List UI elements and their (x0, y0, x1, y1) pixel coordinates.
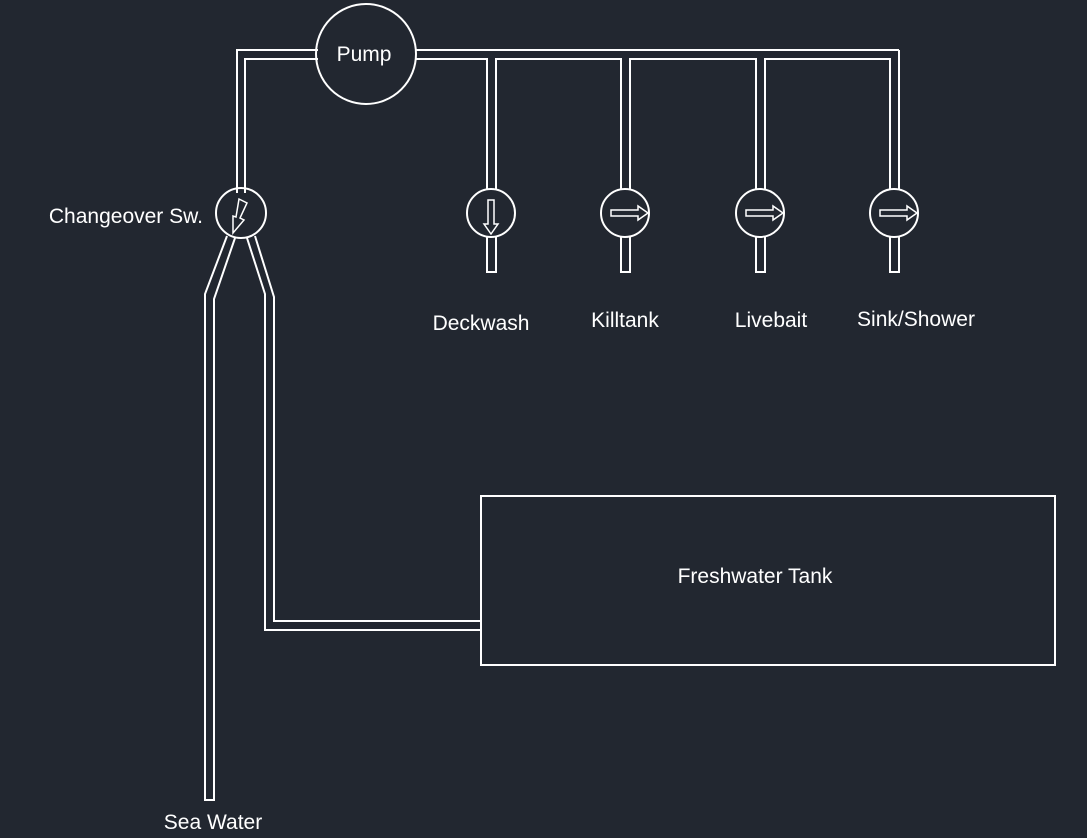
valve-arrow-icon (232, 197, 248, 236)
right-arrow-icon (610, 204, 650, 222)
pump: Pump (315, 3, 417, 105)
changeover-switch: Changeover Sw. (49, 187, 267, 239)
pump-label: Pump (337, 43, 392, 66)
outlet-valve-symbol (466, 188, 516, 238)
outlet-deckwash: Deckwash (433, 188, 530, 335)
sea-water-label: Sea Water (164, 811, 262, 834)
outlet-killtank: Killtank (591, 188, 659, 332)
tank-label: Freshwater Tank (678, 565, 833, 588)
down-arrow-icon (482, 199, 500, 236)
pump-symbol (315, 3, 417, 105)
sea-water-pipe: Sea Water (164, 235, 262, 834)
changeover-label: Changeover Sw. (49, 205, 203, 228)
changeover-symbol (215, 187, 267, 239)
outlet-sink-shower: Sink/Shower (857, 188, 975, 331)
outlet-livebait: Livebait (735, 188, 808, 332)
outlet-label: Livebait (735, 309, 808, 332)
tank-outline (480, 495, 1056, 666)
freshwater-tank: Freshwater Tank (480, 495, 1056, 666)
outlet-label: Sink/Shower (857, 308, 975, 331)
right-arrow-icon (745, 204, 785, 222)
outlet-label: Deckwash (433, 312, 530, 335)
right-arrow-icon (879, 204, 919, 222)
outlet-valve-symbol (600, 188, 650, 238)
header-pipe (236, 49, 900, 193)
outlet-valve-symbol (869, 188, 919, 238)
freshwater-pipe (246, 235, 481, 631)
outlet-label: Killtank (591, 309, 659, 332)
outlet-valve-symbol (735, 188, 785, 238)
